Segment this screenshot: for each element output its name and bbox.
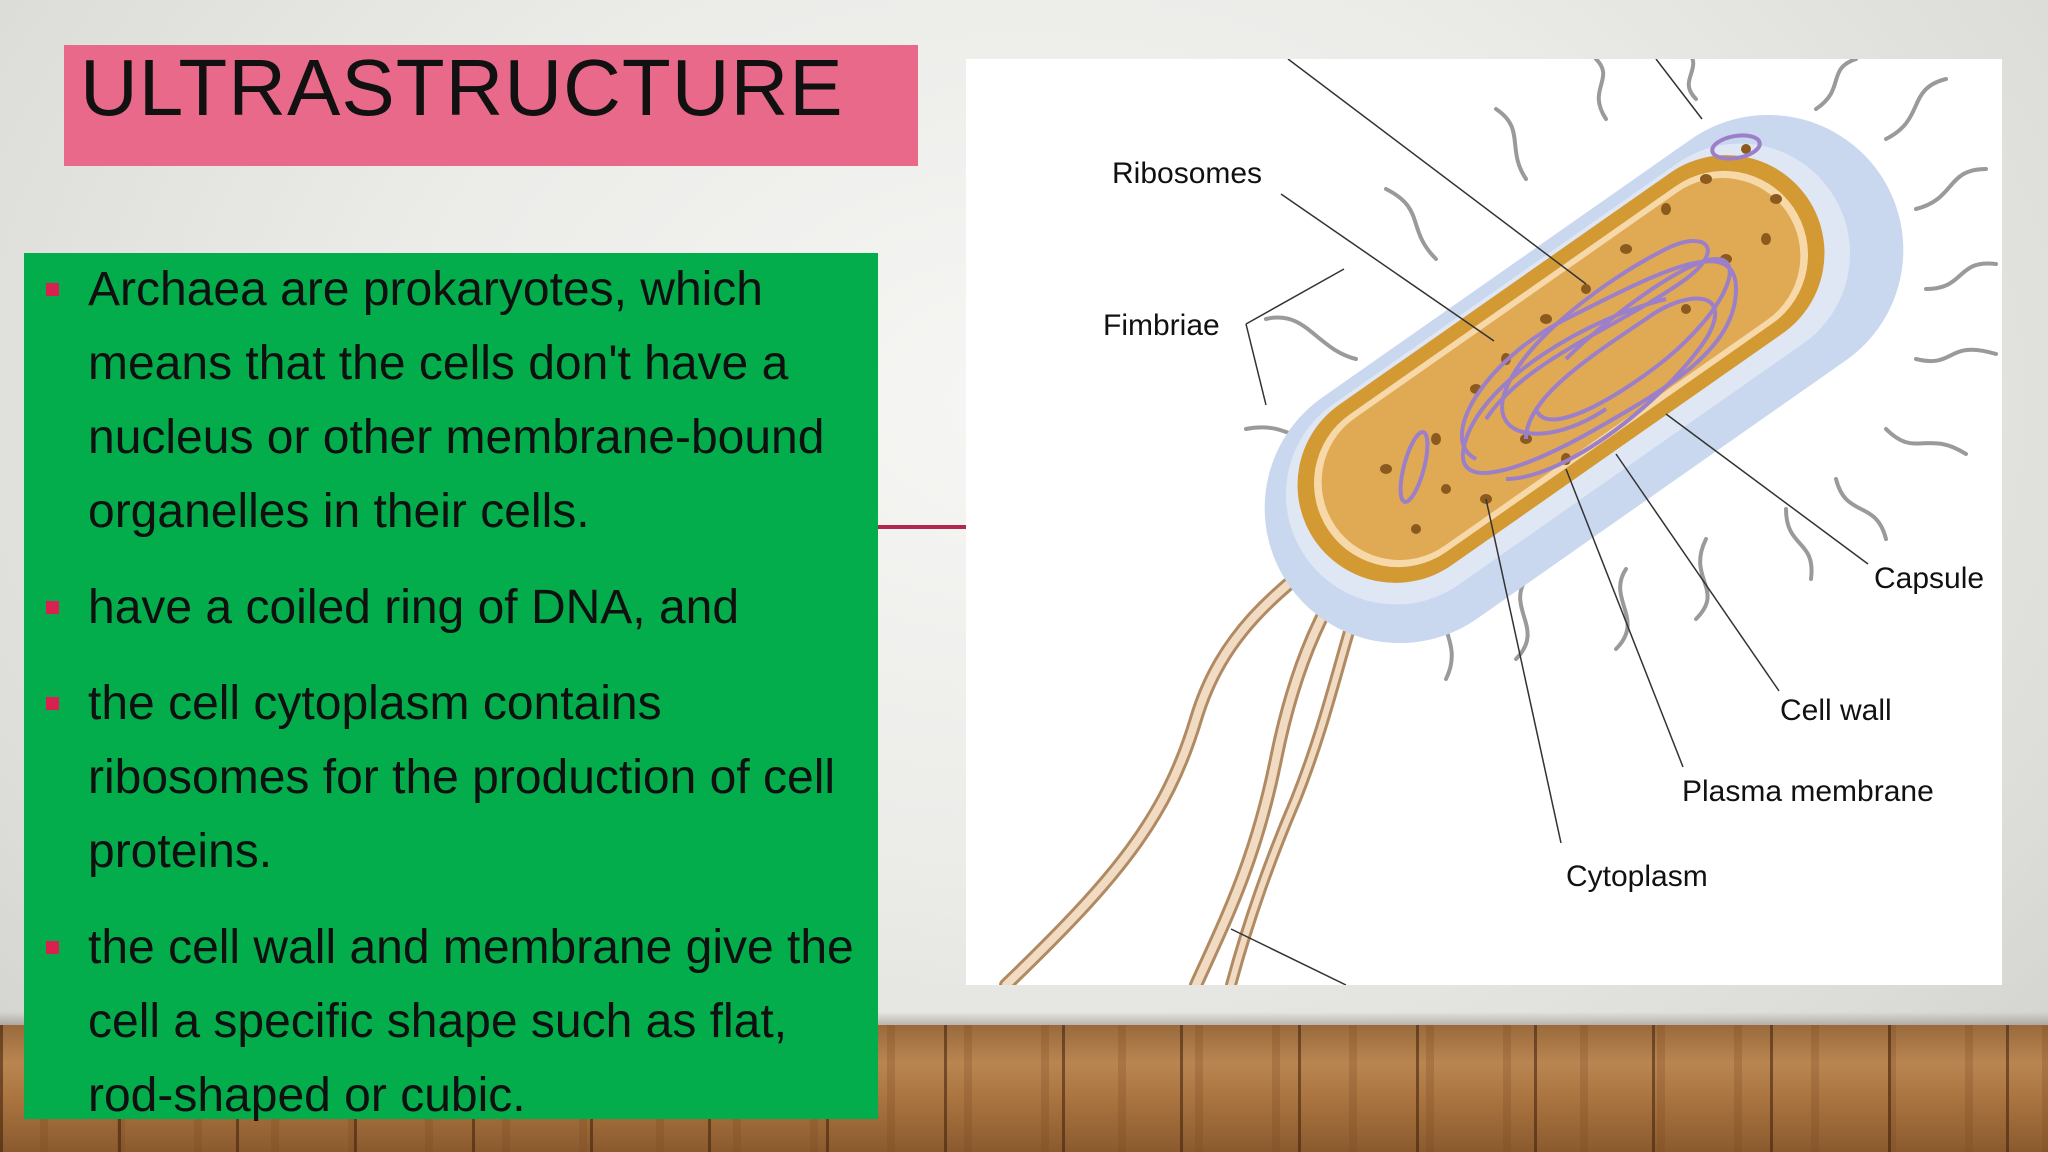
bullet-item: have a coiled ring of DNA, and: [24, 571, 854, 645]
label-cell-wall: Cell wall: [1780, 694, 1892, 727]
content-box: [24, 253, 878, 1119]
leader-lines: [1230, 59, 1869, 985]
label-capsule: Capsule: [1874, 562, 1984, 595]
dna-coil: [1459, 239, 1739, 481]
label-fimbriae: Fimbriae: [1103, 309, 1220, 342]
title-box: [64, 45, 918, 166]
connector-line: [878, 525, 966, 529]
label-plasma-membrane: Plasma membrane: [1682, 775, 1934, 808]
bullet-item: Archaea are prokaryotes, which means tha…: [24, 253, 854, 549]
bullet-list: Archaea are prokaryotes, which means tha…: [24, 253, 854, 1133]
plasmids: [1398, 133, 1762, 504]
bullet-text: Archaea are prokaryotes, which means tha…: [88, 263, 825, 538]
bullet-text: the cell cytoplasm contains ribosomes fo…: [88, 677, 836, 878]
bullet-text: the cell wall and membrane give the cell…: [88, 921, 854, 1122]
cell-diagram-panel: Ribosomes Fimbriae Capsule Cell wall Pla…: [966, 59, 2002, 985]
label-cytoplasm: Cytoplasm: [1566, 860, 1708, 893]
slide-title: ULTRASTRUCTURE: [80, 43, 844, 132]
square-bullet-icon: [46, 283, 59, 296]
bullet-item: the cell cytoplasm contains ribosomes fo…: [24, 667, 854, 889]
prokaryote-cell-diagram: Ribosomes Fimbriae Capsule Cell wall Pla…: [999, 59, 1998, 985]
square-bullet-icon: [46, 941, 59, 954]
square-bullet-icon: [46, 601, 59, 614]
cell-body: [1264, 114, 1904, 644]
bullet-item: the cell wall and membrane give the cell…: [24, 911, 854, 1133]
bullet-text: have a coiled ring of DNA, and: [88, 581, 740, 634]
label-ribosomes: Ribosomes: [1112, 157, 1262, 190]
square-bullet-icon: [46, 697, 59, 710]
